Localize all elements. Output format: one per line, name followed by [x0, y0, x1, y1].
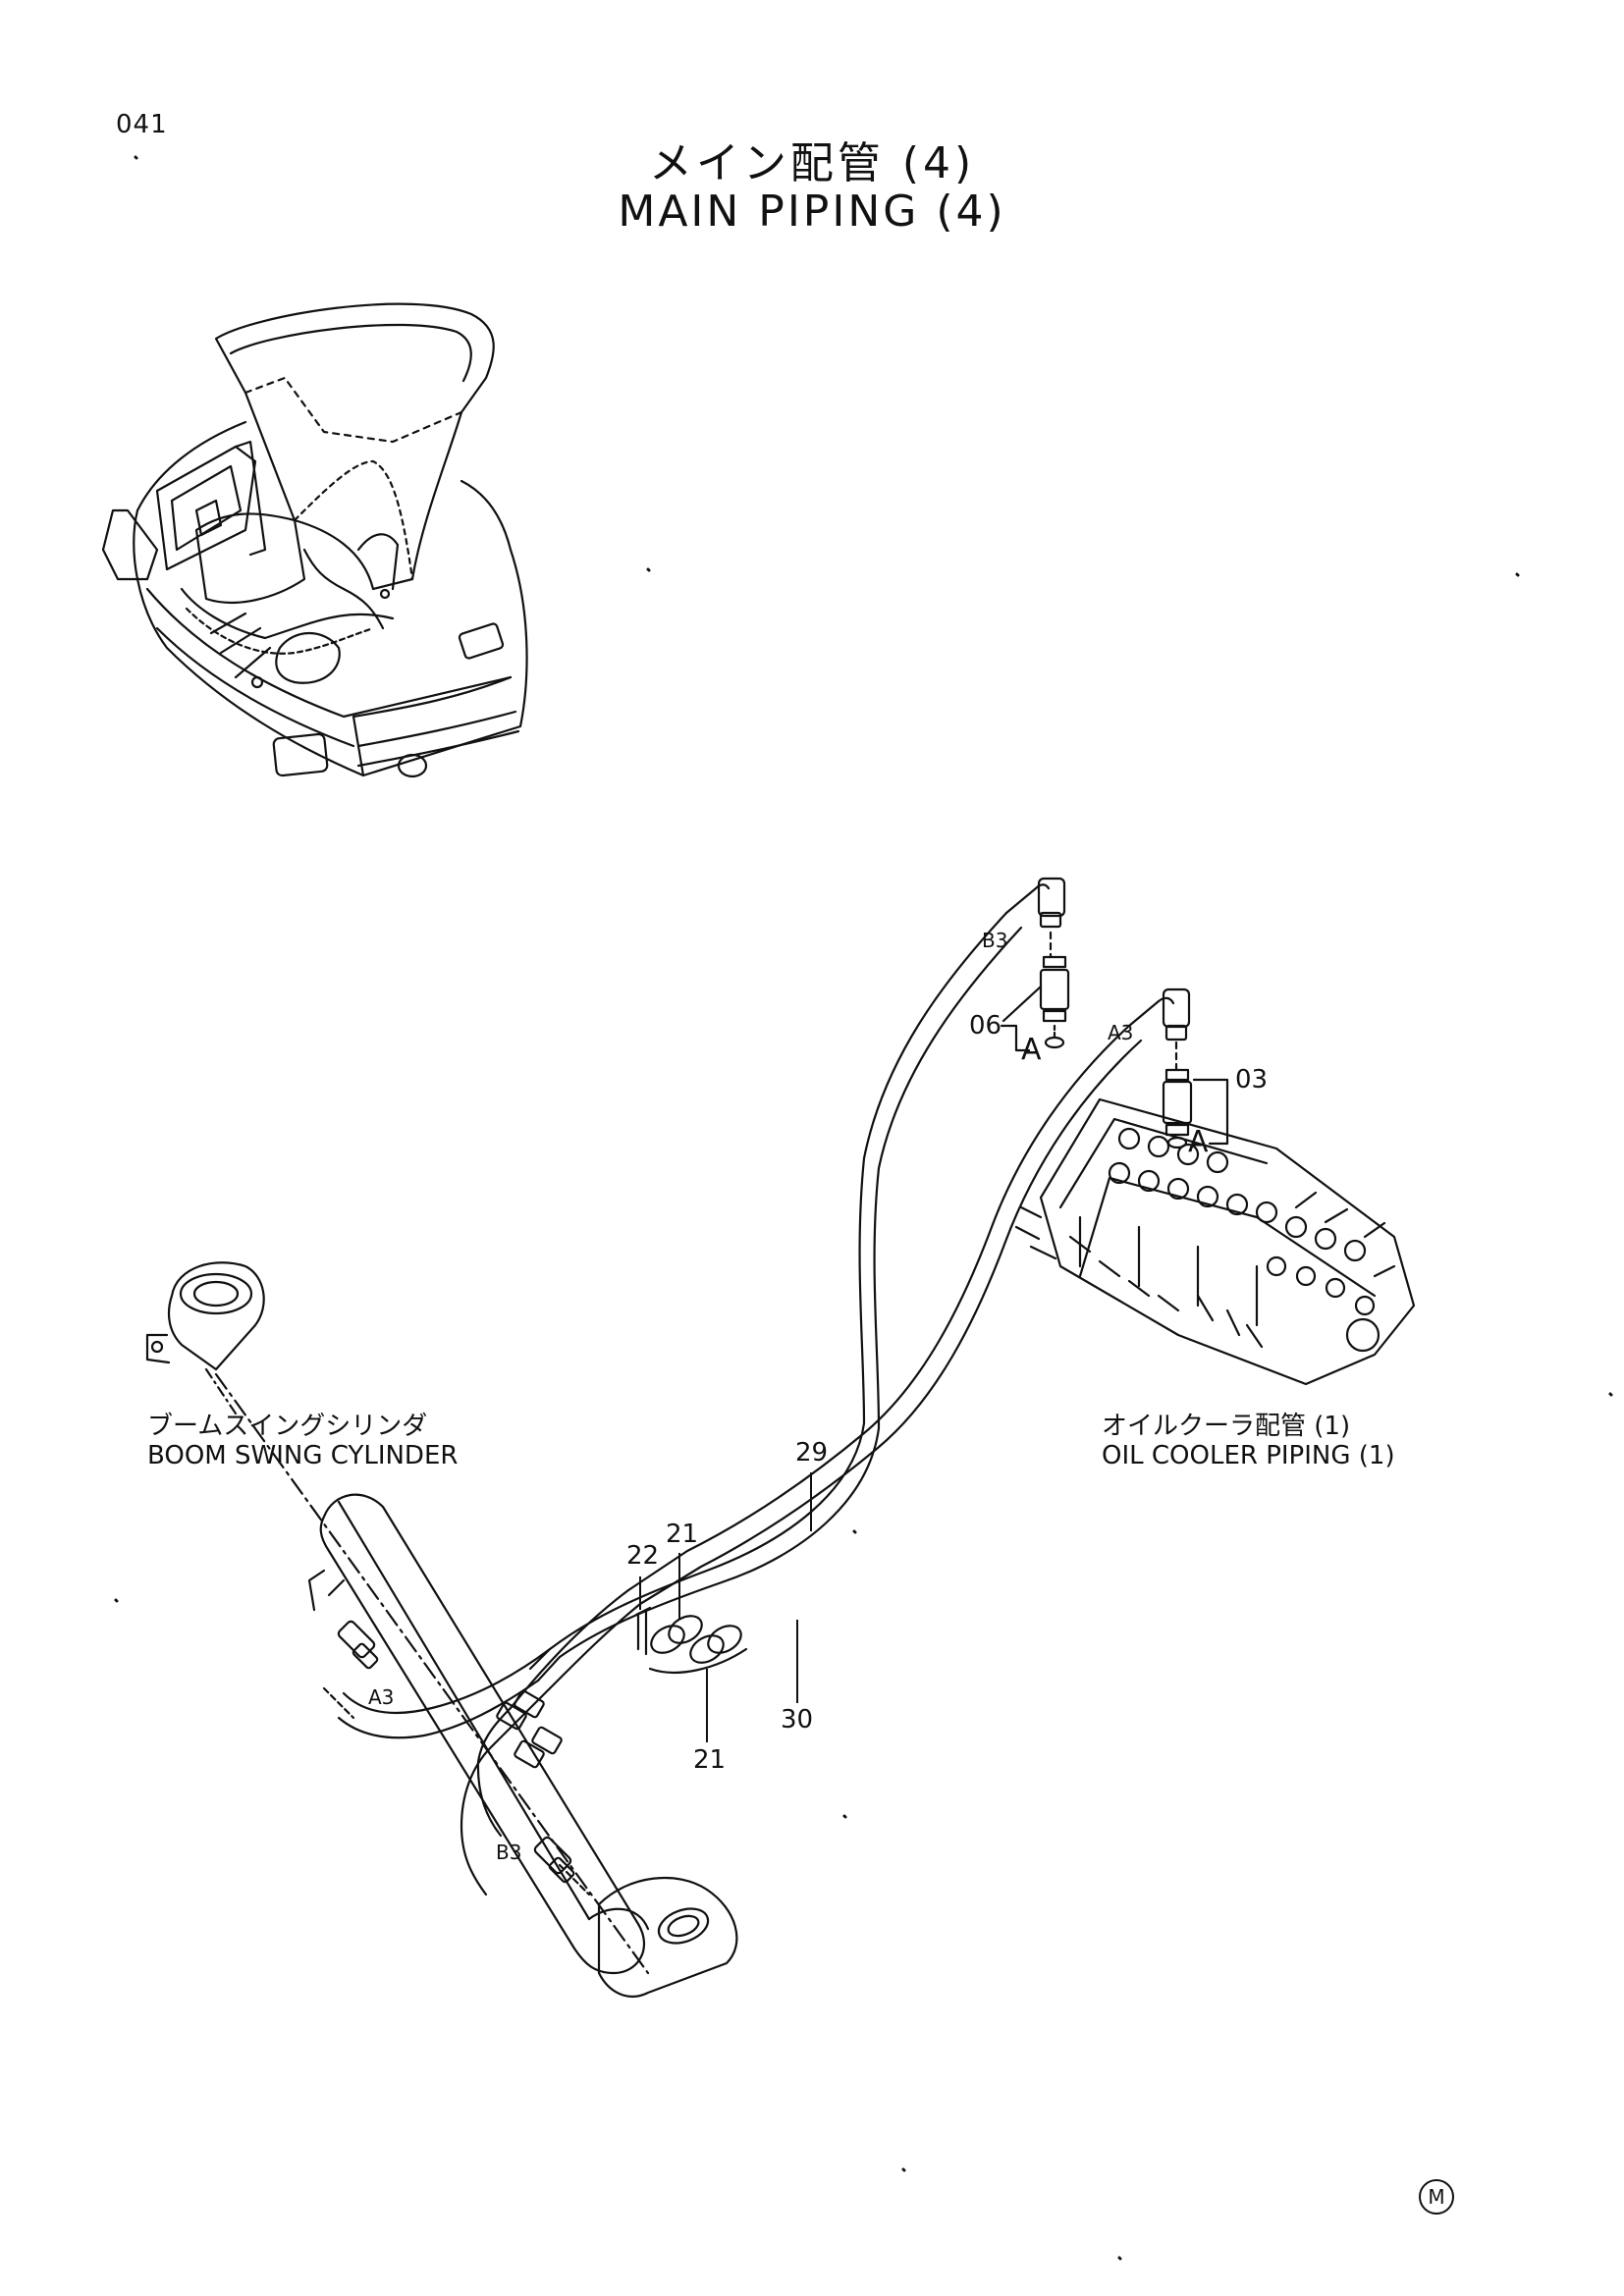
corner-mark-m: M [1419, 2179, 1454, 2215]
machine-overview [101, 302, 528, 778]
callout-part-22: 22 [626, 1541, 660, 1571]
label-oil-cooler-en: OIL COOLER PIPING (1) [1102, 1441, 1395, 1470]
callout-a3-cylinder: A3 [368, 1685, 395, 1709]
label-boom-swing-en: BOOM SWING CYLINDER [147, 1441, 459, 1470]
callout-part-29: 29 [795, 1438, 829, 1468]
label-oil-cooler-jp: オイルクーラ配管 (1) [1102, 1412, 1351, 1441]
hose-29-30 [337, 911, 1143, 1896]
control-valve [1014, 1097, 1416, 1386]
scan-specks [114, 155, 1613, 2261]
callout-detail-a-left: A [1021, 1033, 1042, 1067]
callout-part-21-top: 21 [666, 1520, 699, 1549]
callout-a3-top: A3 [1108, 1021, 1134, 1044]
title-japanese: メイン配管 (4) [648, 138, 976, 188]
page-number: 041 [116, 110, 168, 139]
callout-part-06: 06 [969, 1011, 1002, 1041]
fittings-06-03 [1000, 877, 1229, 1149]
callout-part-30: 30 [781, 1705, 814, 1735]
cylinder-head-detail [145, 1261, 265, 1415]
label-boom-swing-jp: ブームスイングシリンダ [147, 1412, 428, 1441]
boom-swing-cylinder [214, 1372, 738, 1998]
clamps-21-22 [634, 1606, 748, 1675]
callout-b3-top: B3 [982, 929, 1008, 952]
callout-part-03: 03 [1235, 1065, 1269, 1095]
callout-detail-a-right: A [1188, 1125, 1209, 1159]
callout-b3-cylinder: B3 [496, 1841, 522, 1864]
title-english: MAIN PIPING (4) [618, 187, 1006, 237]
callout-part-21-bottom: 21 [693, 1745, 727, 1775]
